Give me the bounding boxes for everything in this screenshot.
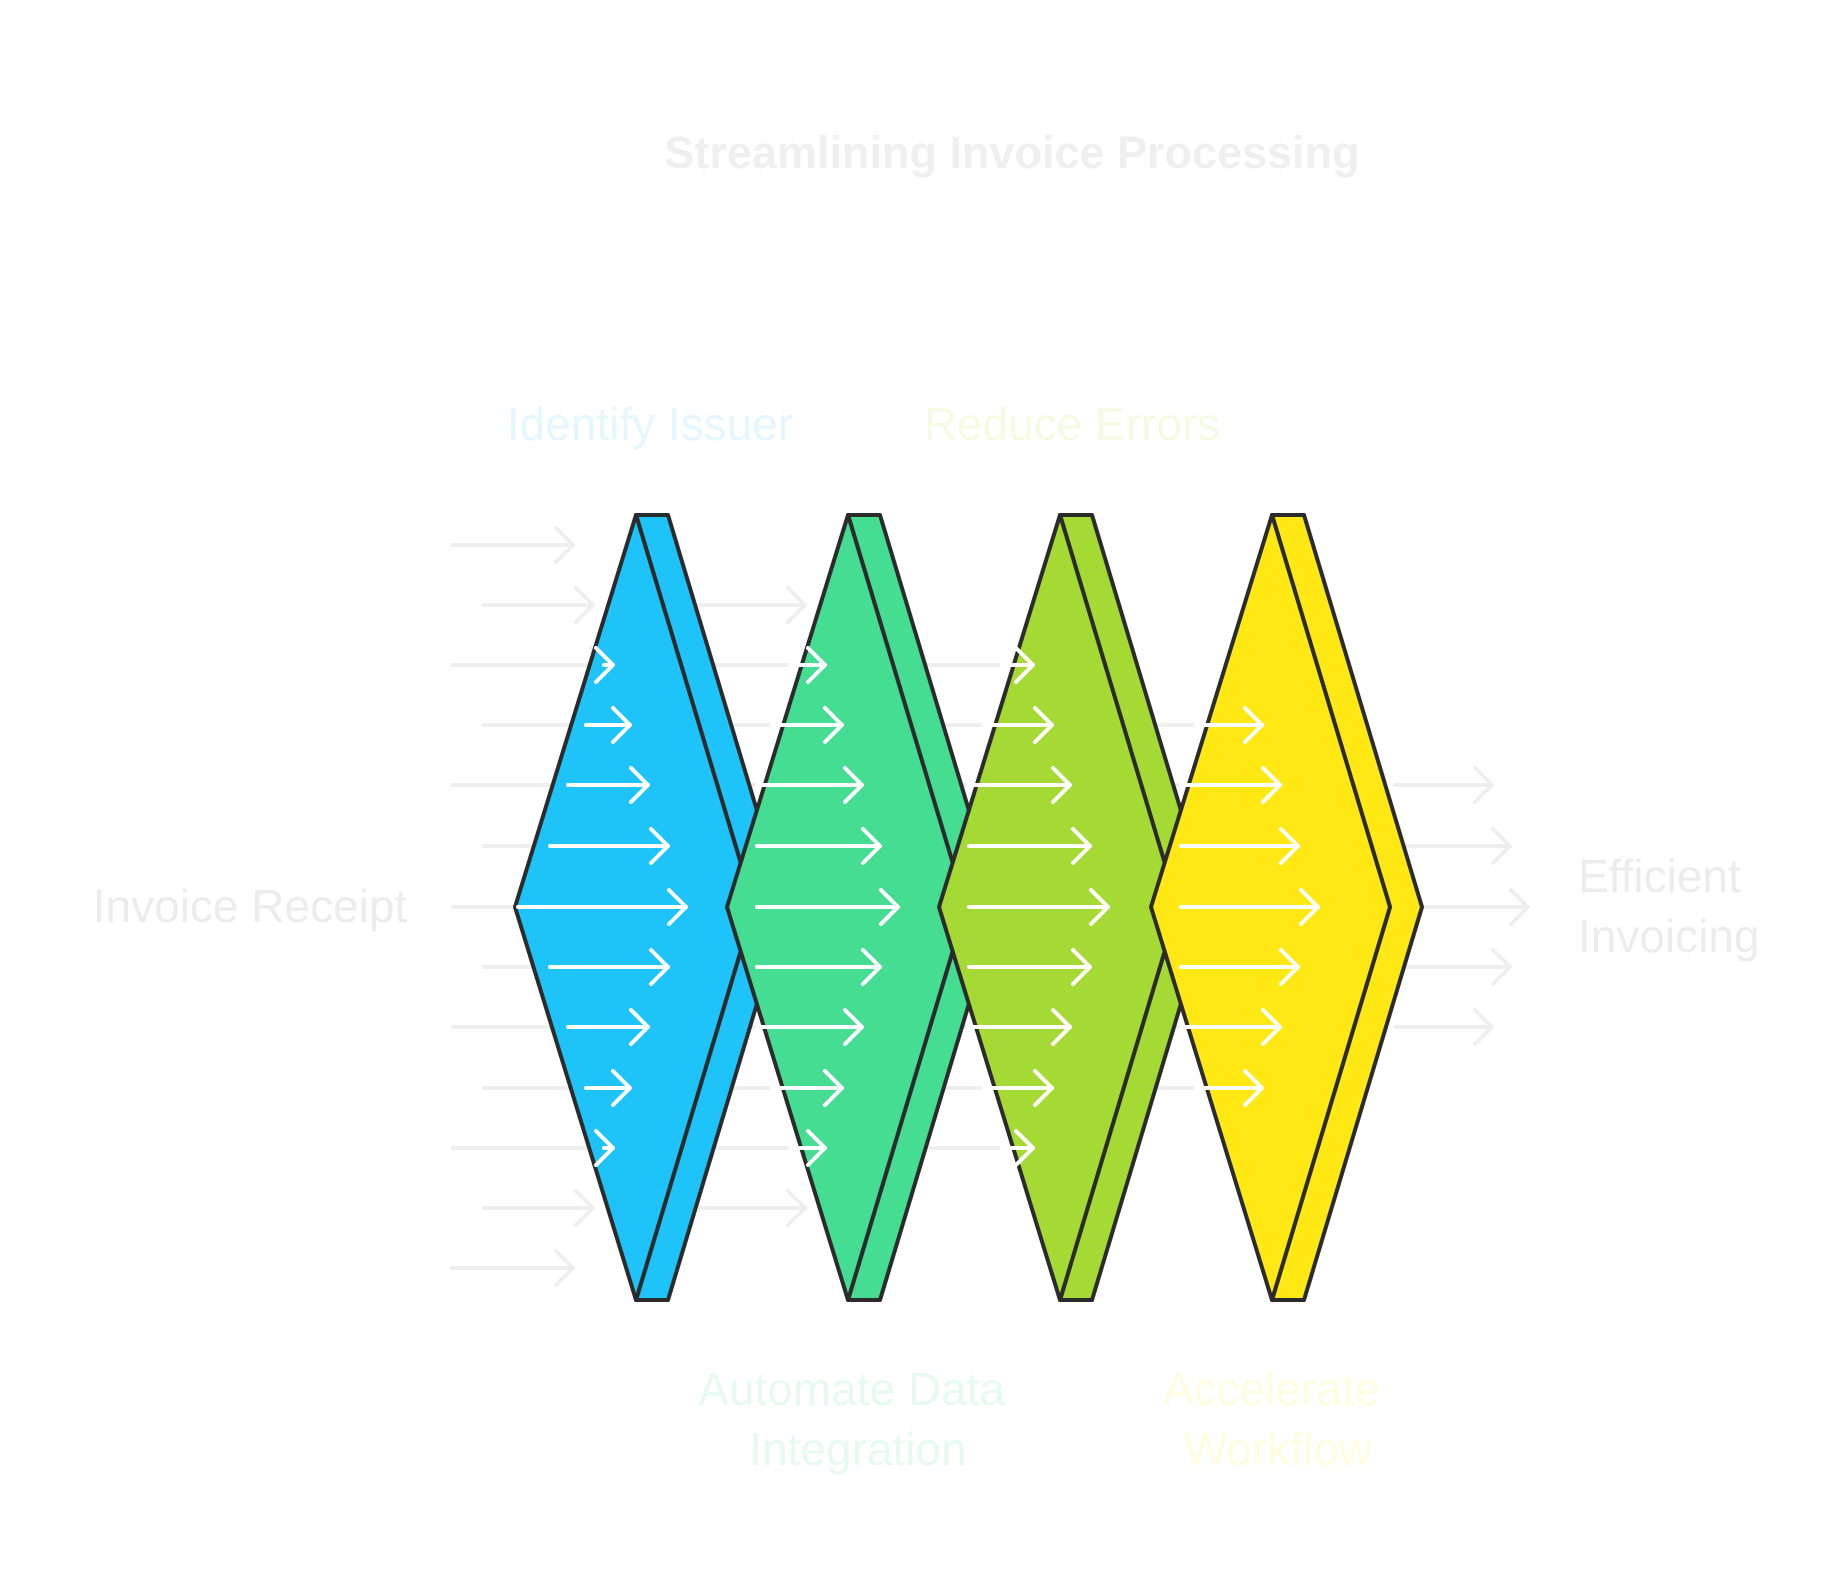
flow-arrow-overlay-stage2-3 (755, 766, 864, 804)
flow-arrow-overlay-stage3-9 (1000, 1129, 1035, 1167)
stage-label-automate-line-1: Automate Data (698, 1363, 1005, 1415)
flow-arrow-overlay-stage4-3 (1179, 827, 1300, 865)
flow-arrow-output-4 (1393, 948, 1512, 986)
flow-arrow-overlay-stage2-9 (788, 1129, 827, 1167)
flow-arrow-overlay-stage3-1 (1000, 646, 1035, 684)
flow-arrow-stage1-11 (698, 1189, 807, 1227)
flow-arrow-input-2 (482, 586, 595, 624)
flow-arrow-overlay-stage1-7 (566, 1008, 650, 1046)
flow-arrow-overlay-stage1-8 (584, 1069, 632, 1107)
flow-arrow-overlay-stage4-5 (1179, 948, 1300, 986)
stage-label-reduce-errors-line-1: Reduce Errors (924, 398, 1221, 450)
input-label: Invoice Receipt (93, 880, 408, 932)
flow-arrow-input-1 (451, 526, 575, 564)
stage-label-identify-issuer-line-1: Identify Issuer (507, 398, 793, 450)
stage-label-reduce-errors: Reduce Errors (924, 398, 1221, 450)
diagram-title: Streamlining Invoice Processing (664, 127, 1359, 178)
flow-arrow-stage1-1 (698, 586, 807, 624)
stage-label-automate-data-integration: Automate Data Integration (698, 1363, 1018, 1475)
flow-arrow-overlay-stage3-3 (967, 766, 1072, 804)
flow-arrow-overlay-stage2-7 (755, 1008, 864, 1046)
flow-arrow-overlay-stage1-5 (516, 888, 688, 926)
output-label-line-2: Invoicing (1578, 910, 1760, 962)
flow-arrow-overlay-stage3-4 (967, 827, 1092, 865)
flow-arrow-overlay-stage4-1 (1194, 706, 1264, 744)
stage-label-accelerate-line-2: Workflow (1184, 1423, 1373, 1475)
flow-arrow-overlay-stage2-4 (755, 827, 882, 865)
flow-arrow-overlay-stage3-7 (967, 1008, 1072, 1046)
flow-arrow-overlay-stage4-7 (1194, 1069, 1264, 1107)
output-label: Efficient Invoicing (1578, 850, 1760, 962)
flow-arrow-overlay-stage1-3 (566, 766, 650, 804)
stage-label-accelerate-workflow: Accelerate Workflow (1163, 1363, 1393, 1475)
flow-arrow-overlay-stage2-6 (755, 948, 882, 986)
flow-arrow-output-2 (1393, 827, 1512, 865)
flow-arrow-overlay-stage2-2 (770, 706, 844, 744)
flow-arrow-overlay-stage2-8 (770, 1069, 844, 1107)
flow-arrow-overlay-stage2-1 (788, 646, 827, 684)
flow-arrow-overlay-stage4-2 (1179, 766, 1282, 804)
flow-arrow-output-5 (1393, 1008, 1494, 1046)
flow-arrow-overlay-stage3-2 (982, 706, 1054, 744)
flow-arrow-overlay-stage1-4 (548, 827, 670, 865)
stage-label-accelerate-line-1: Accelerate (1163, 1363, 1380, 1415)
flow-arrow-overlay-stage3-6 (967, 948, 1092, 986)
flow-arrow-output-1 (1393, 766, 1494, 804)
output-label-line-1: Efficient (1578, 850, 1741, 902)
flow-arrow-overlay-stage3-5 (967, 888, 1110, 926)
flow-arrows-foreground (516, 646, 1320, 1167)
flow-arrow-input-13 (449, 1249, 575, 1287)
stage-label-automate-line-2: Integration (749, 1423, 966, 1475)
flow-arrow-overlay-stage1-2 (584, 706, 632, 744)
flow-arrow-overlay-stage1-6 (548, 948, 670, 986)
stage-label-identify-issuer: Identify Issuer (507, 398, 793, 450)
flow-arrow-overlay-stage1-1 (594, 646, 615, 684)
flow-arrow-input-12 (482, 1189, 595, 1227)
flow-arrow-overlay-stage4-4 (1179, 888, 1320, 926)
flow-arrow-overlay-stage2-5 (755, 888, 900, 926)
flow-arrow-overlay-stage4-6 (1179, 1008, 1282, 1046)
flow-arrow-overlay-stage1-9 (594, 1129, 615, 1167)
flow-arrow-overlay-stage3-8 (982, 1069, 1054, 1107)
